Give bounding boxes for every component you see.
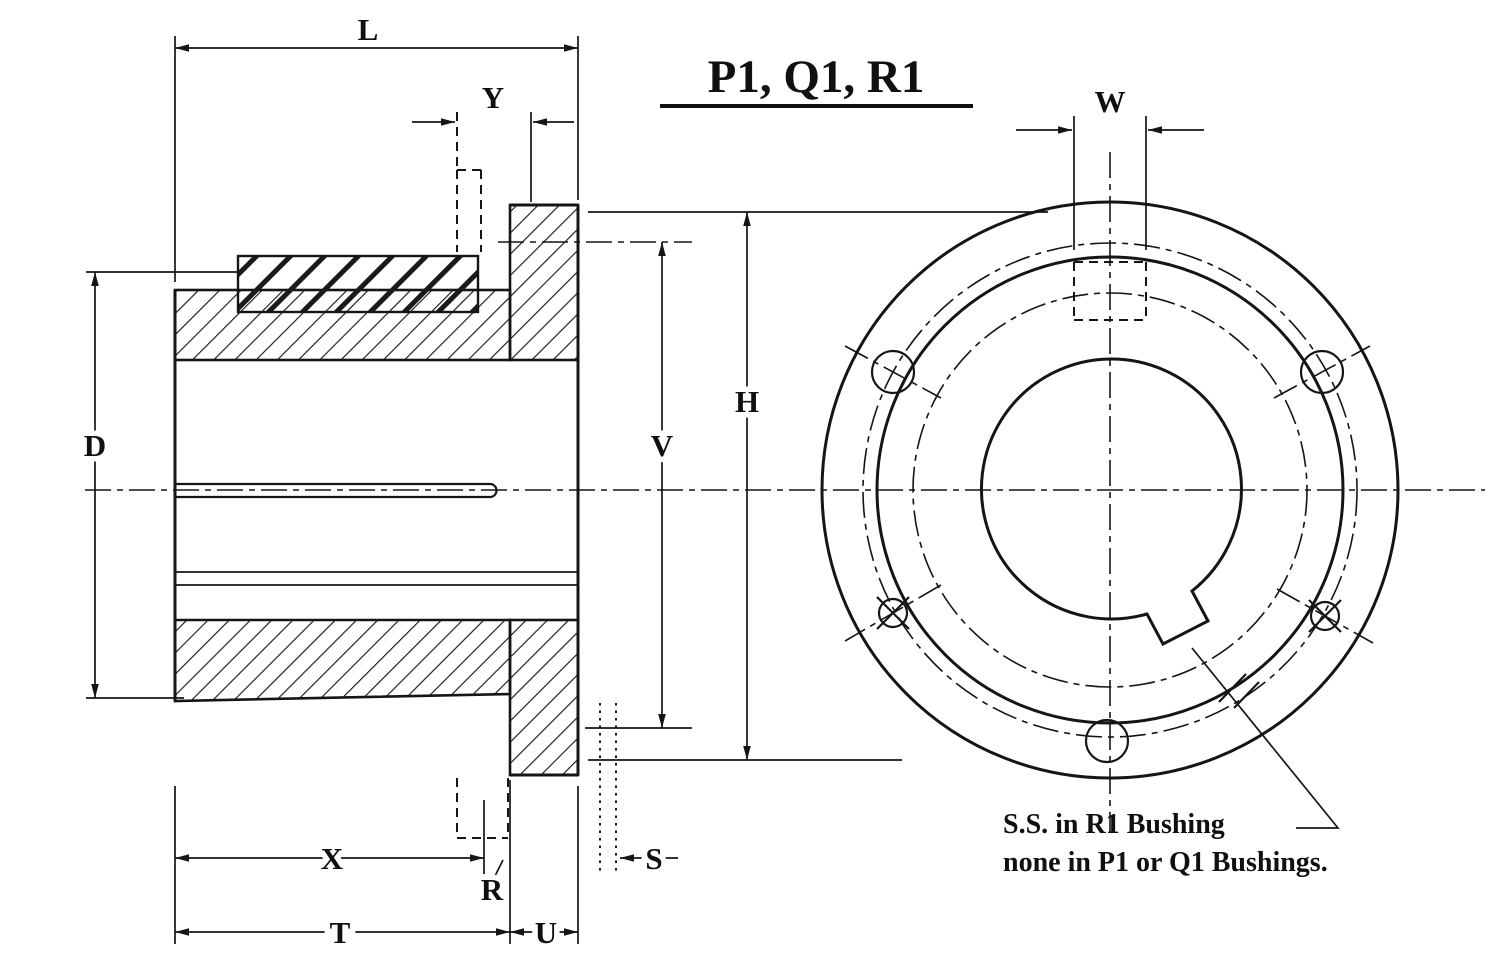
- side-view-dimensions: L Y D V H X R T U: [78, 7, 1048, 956]
- split-saw-slot: [175, 482, 498, 499]
- bolt-circle: [862, 242, 1358, 738]
- annotation-leader-line: [1191, 647, 1340, 829]
- hole-centerline-lower-left: [844, 584, 942, 642]
- setscrew-hole-right: [1309, 600, 1341, 632]
- bolt-hole-upper-right: [1299, 349, 1345, 395]
- dim-label-R: R: [481, 872, 504, 907]
- bolt-hole-bottom: [1084, 718, 1130, 764]
- front-view: W: [820, 79, 1400, 829]
- setscrew-hole-left: [877, 597, 909, 629]
- dim-label-T: T: [330, 915, 351, 950]
- cross-section-view: [173, 169, 617, 872]
- bore-with-keyway: [980, 357, 1243, 647]
- thread-band: [236, 254, 480, 314]
- flange-outer-circle: [820, 200, 1400, 780]
- hole-centerline-lower-right: [1276, 588, 1374, 644]
- dim-label-U: U: [535, 915, 557, 950]
- flange-upper-section: [508, 203, 580, 362]
- hole-centerline-upper-right: [1273, 345, 1371, 399]
- split-tick-1: [1218, 673, 1247, 703]
- taper-small-end-circle: [912, 292, 1308, 688]
- dim-label-Y: Y: [482, 80, 504, 115]
- page-title: P1, Q1, R1: [708, 51, 925, 103]
- flange-inner-circle: [875, 255, 1345, 725]
- leader-R: [493, 859, 504, 879]
- dim-label-H: H: [735, 384, 759, 419]
- titles-and-notes: P1, Q1, R1 S.S. in R1 Bushing none in P1…: [660, 51, 1328, 878]
- dim-label-D: D: [84, 428, 106, 463]
- lower-hub-section: [173, 618, 512, 703]
- annotation-line-1: S.S. in R1 Bushing: [1003, 809, 1225, 840]
- dim-label-L: L: [358, 12, 379, 47]
- dim-label-X: X: [321, 841, 344, 876]
- hole-centerline-upper-left: [844, 345, 942, 399]
- dim-label-V: V: [651, 428, 674, 463]
- bolt-hole-upper-left: [870, 349, 916, 395]
- annotation-line-2: none in P1 or Q1 Bushings.: [1003, 847, 1328, 878]
- flange-lower-section: [508, 618, 580, 777]
- dim-label-S: S: [645, 841, 662, 876]
- dim-label-W: W: [1095, 84, 1126, 119]
